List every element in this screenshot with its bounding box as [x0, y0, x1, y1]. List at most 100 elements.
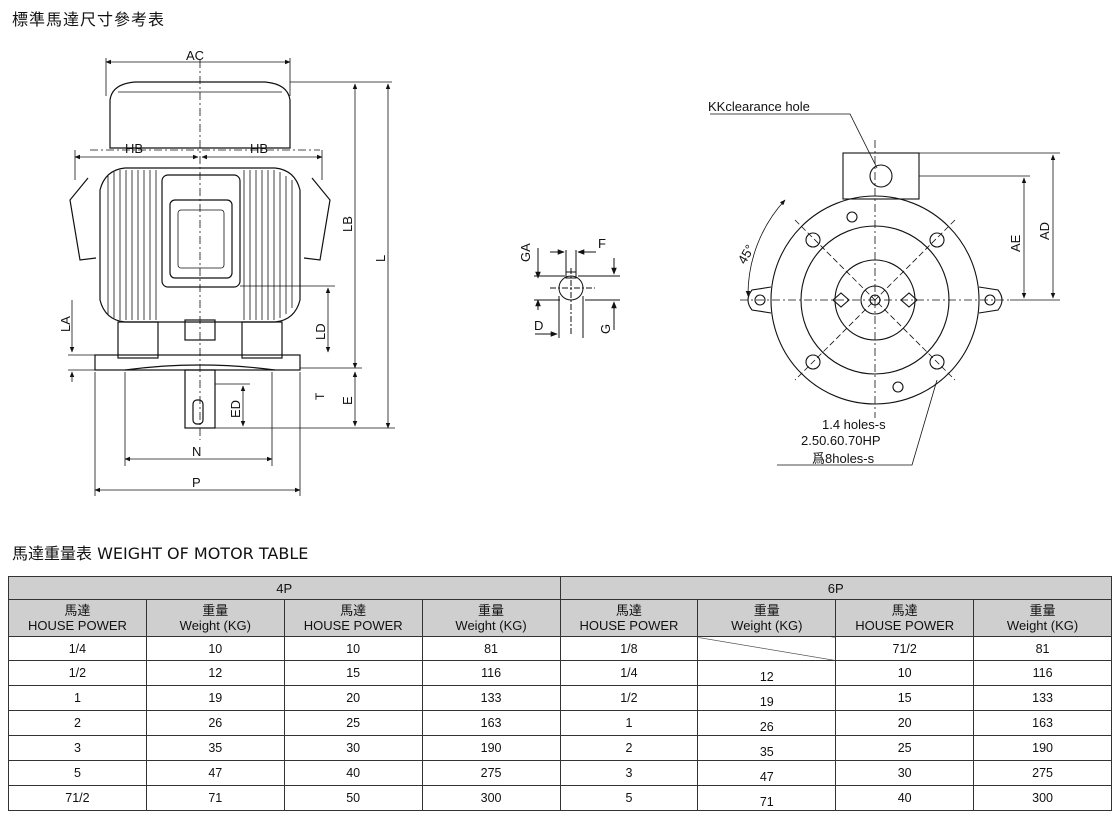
table-cell: 5: [559, 785, 699, 811]
col-header-weight-zh: 重量: [753, 603, 780, 618]
page-title: 標準馬達尺寸參考表: [12, 10, 166, 29]
dim-label-lb: LB: [340, 216, 355, 232]
table-cell: 1/8: [559, 636, 699, 661]
table-cell: 1/2: [559, 685, 699, 711]
dim-label-ld: LD: [313, 323, 328, 340]
table-cell: 3: [8, 735, 147, 761]
table-cell: 1/4: [559, 660, 699, 686]
table-cell: 10: [145, 636, 285, 661]
col-header-weight-zh: 重量: [478, 603, 505, 618]
dim-label-hb-left: HB: [125, 141, 143, 156]
table-row: 3 35 30 190 2 35 25 190: [8, 735, 1112, 761]
table-cell: 15: [283, 660, 423, 686]
table-cell: 190: [421, 735, 561, 761]
table-row: 2 26 25 163 1 26 20 163: [8, 710, 1112, 736]
dim-label-p: P: [192, 475, 201, 490]
table-cell: 190: [973, 735, 1112, 761]
dim-label-d: D: [534, 318, 543, 333]
table-row: 1/4 10 10 81 1/8 71/2 81: [8, 636, 1112, 661]
table-cell: 20: [835, 710, 975, 736]
table-cell: 25: [283, 710, 423, 736]
dim-label-g: G: [598, 324, 613, 334]
table-row: 5 47 40 275 3 47 30 275: [8, 760, 1112, 786]
kk-clearance-hole-label: KKclearance hole: [708, 99, 810, 114]
col-header-weight-zh: 重量: [1029, 603, 1056, 618]
motor-dimension-drawing: AC HB HB LB L LA LD ED E T N P GA F D G: [58, 48, 1060, 496]
col-header-power-zh: 馬達: [340, 603, 367, 618]
table-cell: 12: [697, 660, 837, 686]
col-header-power-zh: 馬達: [615, 603, 642, 618]
table-cell-empty: [697, 636, 837, 661]
table-cell: 30: [283, 735, 423, 761]
dim-label-ed: ED: [228, 400, 243, 418]
table-cell: 40: [835, 785, 975, 811]
col-header-power-en: HOUSE POWER: [27, 618, 127, 633]
table-cell: 133: [421, 685, 561, 711]
table-cell: 47: [697, 760, 837, 786]
table-cell: 300: [973, 785, 1112, 811]
dim-label-la: LA: [58, 316, 73, 332]
col-header-weight-en: Weight (KG): [1006, 618, 1079, 633]
table-cell: 50: [283, 785, 423, 811]
col-header-power-zh: 馬達: [64, 603, 91, 618]
table-cell: 3: [559, 760, 699, 786]
table-cell: 26: [145, 710, 285, 736]
table-row: 71/2 71 50 300 5 71 40 300: [8, 785, 1112, 811]
table-cell: 71: [145, 785, 285, 811]
table-cell: 26: [697, 710, 837, 736]
dim-label-ad: AD: [1037, 222, 1052, 240]
holes-note-line-2: 2.50.60.70HP: [801, 433, 881, 448]
col-header-power-zh: 馬達: [891, 603, 918, 618]
table-cell: 116: [973, 660, 1112, 686]
motor-side-view: [69, 81, 331, 429]
table-cell: 81: [421, 636, 561, 661]
col-header-weight-en: Weight (KG): [179, 618, 251, 633]
table-cell: 19: [145, 685, 285, 711]
dim-label-ae: AE: [1008, 234, 1023, 252]
table-cell: 275: [421, 760, 561, 786]
table-cell: 1/4: [8, 636, 147, 661]
dim-label-t: T: [313, 392, 327, 400]
dim-label-l: L: [373, 255, 388, 262]
dim-label-hb-right: HB: [250, 141, 268, 156]
col-header-weight-en: Weight (KG): [455, 618, 527, 633]
table-cell: 47: [145, 760, 285, 786]
holes-note-line-3: 爲8holes-s: [812, 451, 875, 466]
table-cell: 1/2: [8, 660, 147, 686]
col-header-weight-zh: 重量: [202, 603, 229, 618]
table-cell: 71/2: [8, 785, 147, 811]
group-header-4p: 4P: [8, 576, 561, 600]
table-cell: 10: [835, 660, 975, 686]
holes-note-line-1: 1.4 holes-s: [822, 417, 886, 432]
table-cell: 35: [697, 735, 837, 761]
dim-label-ga: GA: [518, 243, 533, 262]
table-cell: 12: [145, 660, 285, 686]
table-cell: 71: [697, 785, 837, 811]
table-cell: 133: [973, 685, 1112, 711]
angle-label: 45°: [735, 242, 758, 267]
table-cell: 2: [8, 710, 147, 736]
table-cell: 35: [145, 735, 285, 761]
group-header-6p: 6P: [559, 576, 1112, 600]
table-cell: 71/2: [835, 636, 975, 661]
weight-table-title: 馬達重量表 WEIGHT OF MOTOR TABLE: [12, 544, 309, 563]
col-header-power-en: HOUSE POWER: [855, 618, 955, 633]
dim-label-ac: AC: [186, 48, 204, 63]
table-cell: 1: [559, 710, 699, 736]
table-cell: 300: [421, 785, 561, 811]
table-cell: 19: [697, 685, 837, 711]
table-cell: 15: [835, 685, 975, 711]
shaft-key-detail: [534, 248, 620, 338]
table-cell: 275: [973, 760, 1112, 786]
table-row: 1 19 20 133 1/2 19 15 133: [8, 685, 1112, 711]
dim-label-n: N: [192, 444, 201, 459]
dim-label-f: F: [598, 236, 606, 251]
table-cell: 10: [283, 636, 423, 661]
